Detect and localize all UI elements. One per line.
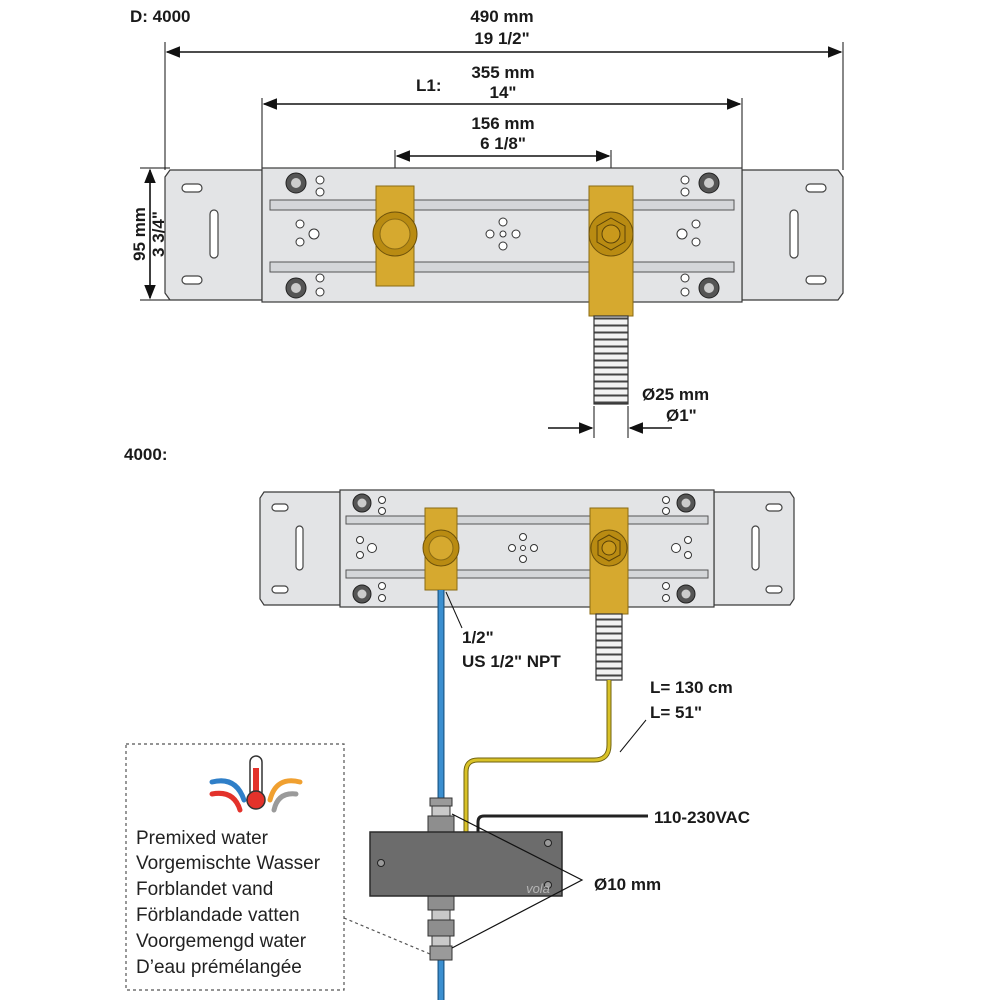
thread-npt: US 1/2" NPT bbox=[462, 652, 561, 671]
bottom-view-title: 4000: bbox=[124, 445, 167, 464]
corrugated-hose-top bbox=[593, 315, 629, 405]
yellow-cable bbox=[463, 680, 612, 832]
dimension-overall-width: 490 mm 19 1/2" bbox=[164, 7, 844, 170]
legend-line: D’eau prémélangée bbox=[136, 957, 302, 978]
legend-line: Vorgemischte Wasser bbox=[136, 853, 321, 874]
compression-fitting-top bbox=[427, 797, 455, 833]
mounting-plate-bottom bbox=[259, 489, 795, 615]
overall-width-in: 19 1/2" bbox=[474, 29, 529, 48]
thread-label: 1/2" bbox=[462, 628, 494, 647]
cable-length-in: L= 51" bbox=[650, 703, 702, 722]
power-cable bbox=[476, 814, 648, 832]
hose-dia-in: Ø1" bbox=[666, 406, 697, 425]
compression-fitting-bottom bbox=[427, 895, 455, 961]
mounting-plate-top bbox=[164, 167, 844, 317]
control-box: vola bbox=[369, 831, 563, 897]
corrugated-hose-bottom bbox=[595, 613, 623, 681]
voltage-label: 110-230VAC bbox=[654, 808, 750, 827]
height-in: 3 3/4" bbox=[149, 211, 168, 257]
height-mm: 95 mm bbox=[130, 207, 149, 261]
l1-label: L1: bbox=[416, 76, 442, 95]
box-brand: vola bbox=[526, 881, 550, 896]
legend-line: Premixed water bbox=[136, 828, 269, 849]
dimension-hose: Ø25 mm Ø1" bbox=[548, 385, 709, 438]
l1-in: 14" bbox=[490, 83, 517, 102]
legend-line: Voorgemengd water bbox=[136, 931, 307, 952]
hose-dia-mm: Ø25 mm bbox=[642, 385, 709, 404]
legend-line: Forblandet vand bbox=[136, 879, 273, 900]
cable-length-cm: L= 130 cm bbox=[650, 678, 733, 697]
dimension-height: 95 mm 3 3/4" bbox=[130, 167, 170, 301]
top-view-title: D: 4000 bbox=[130, 7, 190, 26]
center-mm: 156 mm bbox=[471, 114, 534, 133]
overall-width-mm: 490 mm bbox=[470, 7, 533, 26]
center-in: 6 1/8" bbox=[480, 134, 526, 153]
pipe-dia-label: Ø10 mm bbox=[594, 875, 661, 894]
legend-box: Premixed water Vorgemischte Wasser Forbl… bbox=[125, 743, 431, 991]
dimension-l1: L1: 355 mm 14" bbox=[261, 63, 743, 172]
legend-line: Förblandade vatten bbox=[136, 905, 300, 926]
l1-mm: 355 mm bbox=[471, 63, 534, 82]
thermometer-icon bbox=[209, 755, 303, 813]
dimension-center: 156 mm 6 1/8" bbox=[394, 114, 612, 186]
